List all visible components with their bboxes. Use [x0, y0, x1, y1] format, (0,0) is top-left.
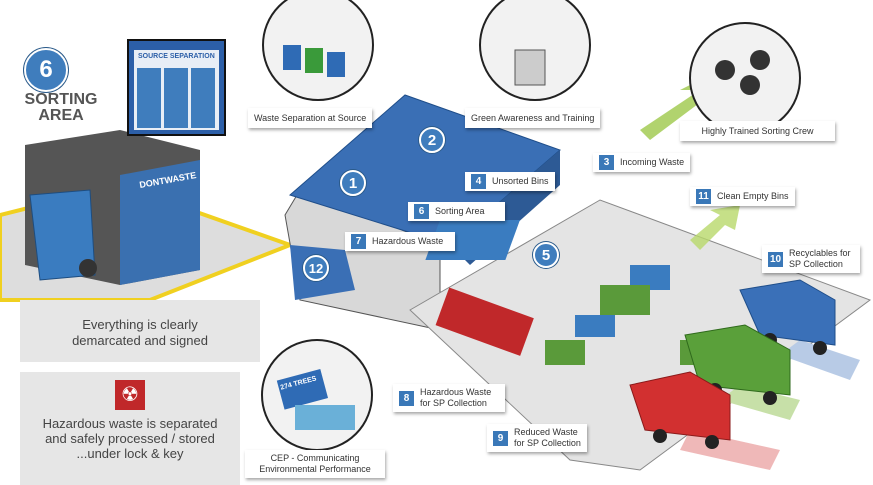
step-11: 11 Clean Empty Bins — [690, 187, 795, 206]
step-7: 7 Hazardous Waste — [345, 232, 455, 251]
area-title-line1: SORTING — [24, 91, 98, 108]
step-3: 3 Incoming Waste — [593, 153, 691, 172]
step-number: 6 — [414, 204, 429, 219]
step-number: 11 — [696, 189, 711, 204]
callout-text: Highly Trained Sorting Crew — [701, 125, 814, 136]
blue-truck-arrow — [780, 340, 860, 380]
callout-crew: Highly Trained Sorting Crew — [680, 121, 835, 141]
step-number: 8 — [399, 390, 414, 406]
callout-text: CEP - Communicating Environmental Perfor… — [259, 453, 371, 474]
clean-bins-arrow — [690, 205, 740, 250]
red-truck — [629, 371, 731, 449]
step-10: 10 Recyclables for SP Collection — [762, 245, 860, 273]
step-8: 8 Hazardous Waste for SP Collection — [393, 384, 505, 412]
step-label: Sorting Area — [435, 206, 485, 216]
note-line: and safely processed / stored — [45, 431, 215, 446]
marker-2: 2 — [419, 127, 445, 153]
area-number-badge: 6 — [24, 48, 68, 92]
callout-text: Waste Separation at Source — [254, 112, 367, 123]
green-truck-arrow — [720, 385, 800, 420]
note-hazardous: ☢ Hazardous waste is separated and safel… — [20, 372, 240, 485]
step-9: 9 Reduced Waste for SP Collection — [487, 424, 587, 452]
note-demarcated: Everything is clearly demarcated and sig… — [20, 300, 260, 362]
step-label: Clean Empty Bins — [717, 191, 789, 201]
area-title: SORTING AREA — [16, 92, 106, 124]
wheelie-bin — [29, 189, 96, 281]
hazard-container — [435, 287, 534, 356]
area-title-line2: AREA — [38, 107, 84, 124]
step-label: Incoming Waste — [620, 157, 685, 167]
callout-waste-separation: Waste Separation at Source — [248, 108, 373, 128]
marker-5: 5 — [533, 242, 559, 268]
blue-truck — [739, 279, 836, 355]
note-line: demarcated and signed — [72, 333, 208, 348]
step-label: Recyclables for SP Collection — [789, 248, 851, 269]
step-number: 9 — [493, 430, 508, 446]
note-line: Everything is clearly — [82, 317, 198, 332]
step-number: 4 — [471, 174, 486, 189]
board-title: SOURCE SEPARATION — [138, 53, 215, 60]
step-6: 6 Sorting Area — [408, 202, 505, 221]
radiation-icon: ☢ — [115, 380, 145, 410]
note-line: Hazardous waste is separated — [42, 416, 218, 431]
step-number: 7 — [351, 234, 366, 249]
marker-1: 1 — [340, 170, 366, 196]
callout-green-awareness: Green Awareness and Training — [465, 108, 601, 128]
callout-text: Green Awareness and Training — [471, 112, 595, 123]
step-number: 3 — [599, 155, 614, 170]
step-label: Reduced Waste for SP Collection — [514, 427, 581, 448]
step-label: Hazardous Waste — [372, 236, 444, 246]
marker-12: 12 — [303, 255, 329, 281]
step-4: 4 Unsorted Bins — [465, 172, 555, 191]
step-label: Unsorted Bins — [492, 176, 549, 186]
step-number: 10 — [768, 251, 783, 267]
step-label: Hazardous Waste for SP Collection — [420, 387, 492, 408]
callout-cep: CEP - Communicating Environmental Perfor… — [245, 450, 385, 478]
red-truck-arrow — [680, 430, 780, 470]
note-line: ...under lock & key — [76, 446, 184, 461]
